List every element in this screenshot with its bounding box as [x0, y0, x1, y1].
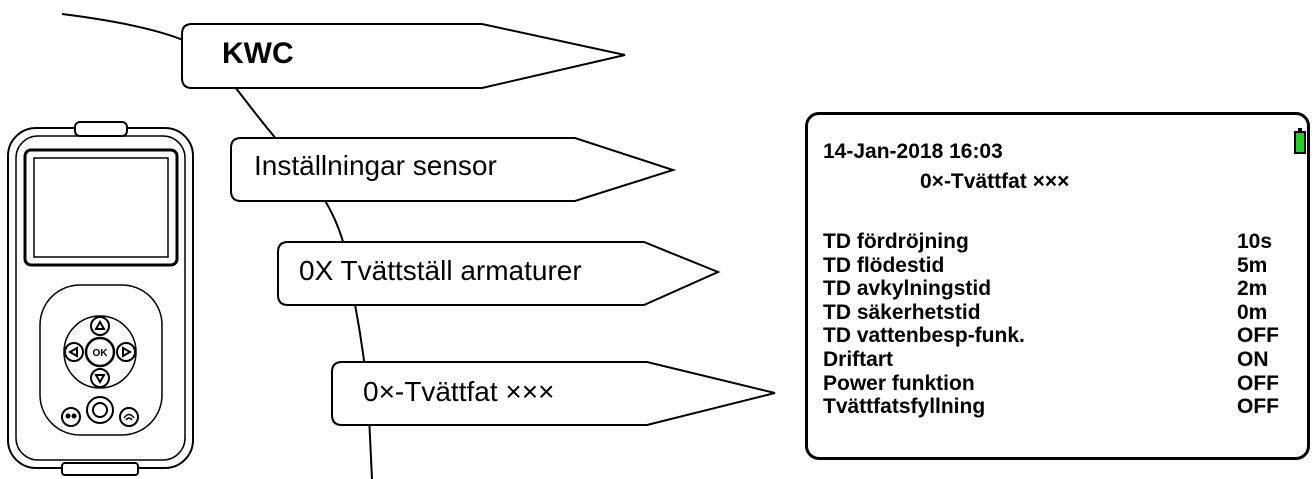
- screen-datetime: 14-Jan-2018 16:03: [823, 140, 1003, 163]
- crumb-shape-kwc: [181, 23, 626, 89]
- crumb-shape-armaturer: [277, 241, 721, 306]
- setting-row[interactable]: Driftart ON: [823, 348, 1298, 372]
- device-bottom-clip: [61, 462, 139, 476]
- setting-label: TD avkylningstid: [823, 277, 992, 301]
- setting-label: Power funktion: [823, 371, 975, 395]
- setting-label: Tvättfatsfyllning: [823, 395, 986, 419]
- setting-value: ON: [1237, 347, 1269, 371]
- power-icon: [86, 396, 114, 424]
- crumb-shape-sensor: [230, 137, 677, 202]
- device-keypad: [39, 284, 163, 436]
- left-soft-key-icon: [61, 407, 81, 427]
- up-arrow-icon: [90, 316, 110, 336]
- setting-row[interactable]: TD avkylningstid 2m: [823, 277, 1298, 301]
- right-soft-key-icon: [119, 407, 139, 427]
- screen-title: 0×-Tvättfat ×××: [920, 170, 1070, 193]
- setting-row[interactable]: Power funktion OFF: [823, 372, 1298, 396]
- setting-label: TD vattenbesp-funk.: [823, 324, 1025, 348]
- device-top-clip: [74, 121, 128, 137]
- setting-row[interactable]: TD vattenbesp-funk. OFF: [823, 324, 1298, 348]
- setting-value: 10s: [1237, 230, 1273, 253]
- setting-value: OFF: [1237, 395, 1279, 419]
- setting-label: TD fördröjning: [823, 230, 969, 253]
- setting-value: OFF: [1237, 324, 1279, 348]
- setting-label: Driftart: [823, 347, 894, 371]
- breadcrumb-tvattfat: 0×-Tvättfat ×××: [363, 376, 555, 407]
- setting-value: 2m: [1237, 277, 1268, 301]
- battery-icon: [1294, 128, 1306, 154]
- left-arrow-icon: [64, 342, 84, 362]
- ok-button: [84, 336, 116, 368]
- setting-value: OFF: [1237, 371, 1279, 395]
- setting-value: 5m: [1237, 253, 1268, 277]
- breadcrumb-kwc: KWC: [222, 37, 294, 70]
- setting-row[interactable]: TD flödestid 5m: [823, 254, 1298, 278]
- device-screen-display: 14-Jan-2018 16:03 0×-Tvättfat ××× TD för…: [805, 112, 1310, 460]
- device-screen: [23, 148, 179, 267]
- crumb-shape-tvattfat: [331, 361, 776, 426]
- setting-row[interactable]: TD säkerhetstid 0m: [823, 301, 1298, 325]
- setting-label: TD säkerhetstid: [823, 300, 981, 324]
- ok-button-label: OK: [93, 348, 109, 359]
- setting-row[interactable]: TD fördröjning 10s: [823, 230, 1298, 254]
- breadcrumb-tvattstall-armaturer: 0X Tvättställ armaturer: [299, 255, 582, 286]
- settings-list: TD fördröjning 10s TD flödestid 5m TD av…: [823, 230, 1298, 419]
- down-arrow-icon: [90, 368, 110, 388]
- handheld-device: [7, 121, 194, 476]
- right-arrow-icon: [116, 342, 136, 362]
- setting-row[interactable]: Tvättfatsfyllning OFF: [823, 395, 1298, 419]
- setting-value: 0m: [1237, 300, 1268, 324]
- breadcrumb-installningar-sensor: Inställningar sensor: [254, 150, 497, 181]
- setting-label: TD flödestid: [823, 253, 945, 277]
